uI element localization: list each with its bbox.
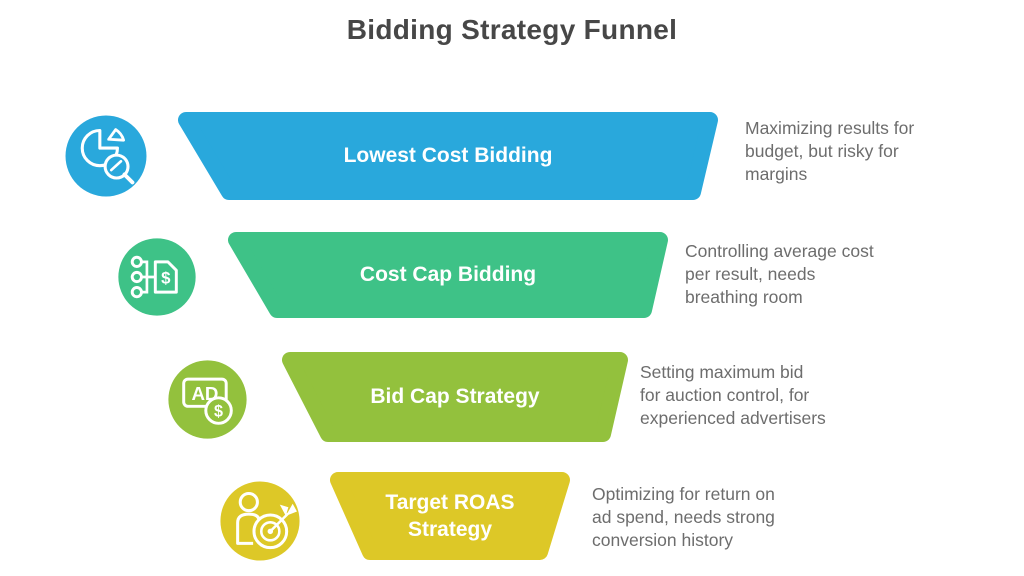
funnel-segment-description: Setting maximum bid for auction control,…	[640, 362, 826, 428]
funnel-segment-description: Optimizing for return on ad spend, needs…	[592, 484, 775, 550]
funnel-segment-bid-cap	[282, 352, 628, 442]
svg-text:$: $	[214, 403, 223, 421]
funnel-segment-label: Target ROAS Strategy	[385, 490, 515, 541]
funnel-segment-description: Maximizing results for budget, but risky…	[745, 118, 915, 184]
page-title: Bidding Strategy Funnel	[346, 14, 678, 45]
funnel-segment-label: Lowest Cost Bidding	[343, 144, 553, 168]
pie-chart-magnifier-icon	[65, 115, 147, 197]
funnel-segment-lowest-cost	[178, 112, 718, 200]
funnel-segment-label: Bid Cap Strategy	[370, 385, 540, 409]
ad-dollar-coin-icon: AD $	[168, 360, 247, 439]
funnel-segment-target-roas	[330, 472, 570, 560]
funnel-segment-cost-cap	[228, 232, 668, 318]
funnel-segment-description: Controlling average cost per result, nee…	[685, 241, 874, 307]
flowchart-price-tag-icon: $	[118, 238, 196, 316]
person-target-dart-icon	[220, 481, 300, 561]
svg-text:$: $	[161, 268, 171, 287]
funnel-segment-label: Cost Cap Bidding	[359, 263, 537, 287]
